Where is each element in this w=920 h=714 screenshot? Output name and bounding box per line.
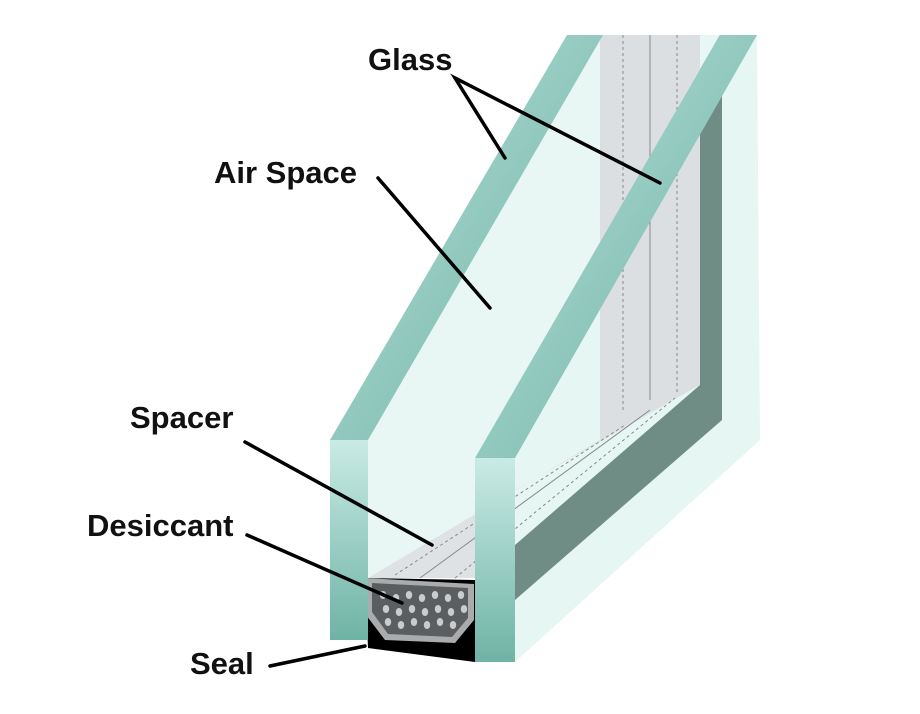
glass-pane-outer-edge: [330, 440, 368, 640]
desiccant-bead: [447, 608, 455, 616]
label-seal: Seal: [190, 646, 254, 681]
desiccant-bead: [436, 618, 444, 626]
desiccant-bead: [421, 608, 429, 616]
glass-pane-outer-band: [330, 35, 603, 440]
label-desiccant: Desiccant: [87, 508, 233, 543]
label-glass: Glass: [368, 42, 452, 77]
desiccant-bead: [397, 621, 405, 629]
glass-pane-inner-band: [475, 35, 757, 458]
frame-edge: [515, 35, 722, 600]
desiccant-bead: [395, 608, 403, 616]
glass-pane-inner-edge: [475, 458, 515, 662]
desiccant-bead: [410, 618, 418, 626]
label-air-space: Air Space: [214, 155, 357, 190]
desiccant-pointer: [245, 533, 404, 605]
desiccant-bead: [418, 594, 426, 602]
seal-pointer: [268, 644, 367, 668]
air-space-pointer: [376, 176, 492, 310]
glass-pointer: [450, 73, 662, 185]
spacer-bottom: [368, 385, 700, 578]
desiccant-bead: [423, 621, 431, 629]
desiccant-bead: [449, 621, 457, 629]
desiccant-bead: [431, 591, 439, 599]
spacer-dash: [394, 424, 626, 576]
desiccant-bead: [384, 618, 392, 626]
label-spacer: Spacer: [130, 400, 233, 435]
desiccant-bead: [460, 605, 468, 613]
desiccant-bead: [457, 591, 465, 599]
desiccant-bead: [405, 591, 413, 599]
spacer-pointer: [243, 440, 434, 547]
spacer-dash: [454, 397, 676, 579]
desiccant-bead: [408, 605, 416, 613]
spacer-line: [419, 409, 651, 579]
desiccant-beads: [379, 591, 468, 629]
desiccant-bead: [434, 605, 442, 613]
desiccant-bead: [444, 594, 452, 602]
desiccant-bead: [382, 605, 390, 613]
